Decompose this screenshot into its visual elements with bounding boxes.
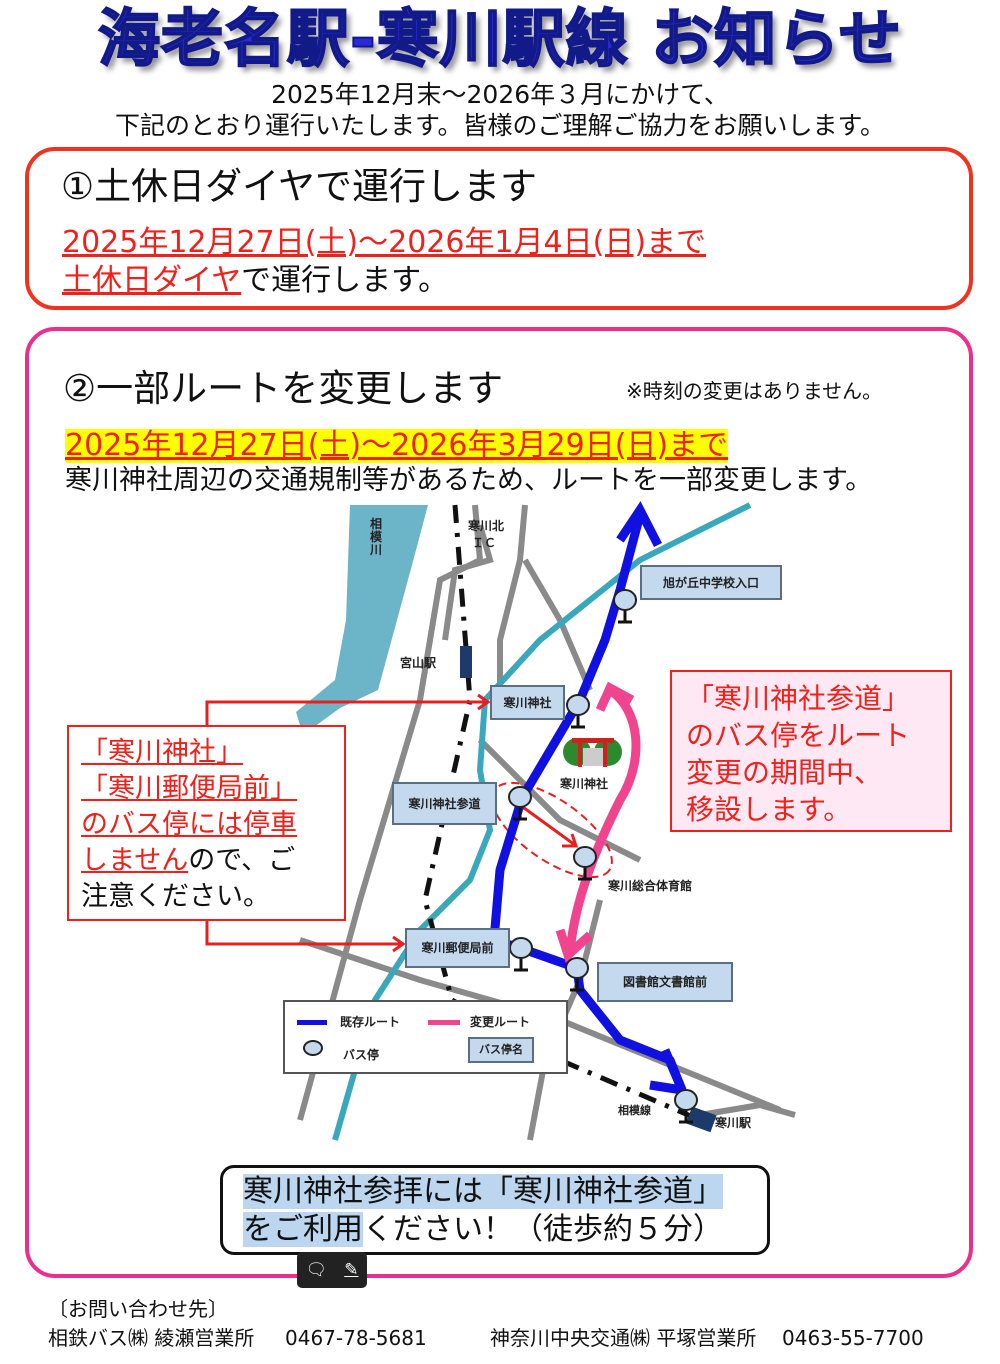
section-1-heading: ①土休日ダイヤで運行します <box>61 165 538 208</box>
river-label: 相模川 <box>370 517 383 557</box>
section-2-period: 2025年12月27日(土)～2026年3月29日(日)まで <box>65 428 729 463</box>
samukawa-station-icon <box>685 1106 717 1133</box>
note-right-line: 「寒川神社参道」 <box>686 682 911 715</box>
note-right-line: 移設します。 <box>686 793 852 826</box>
changed-route-arrow-top <box>595 681 635 712</box>
legend-stop-name: バス停名 <box>468 1037 534 1063</box>
bus-stop-icon <box>566 694 590 729</box>
stop-post-office: 寒川郵便局前 <box>405 928 510 968</box>
phone-2: 0463-55-7700 <box>782 1326 924 1350</box>
intro-line-2: 下記のとおり運行いたします。皆様のご理解ご協力をお願いします。 <box>114 111 885 140</box>
shrine-icon <box>563 738 622 767</box>
note-left-line: のバス停には停車 <box>81 809 297 840</box>
note-left-line: しません <box>81 845 189 876</box>
contact-label: 〔お問い合わせ先〕 <box>48 1297 228 1321</box>
section-1-rest: で運行します。 <box>241 263 449 298</box>
note-right: 「寒川神社参道」 のバス停をルート 変更の期間中、 移設します。 <box>670 670 952 832</box>
callout-text[interactable]: をご利用 <box>243 1212 363 1247</box>
legend-changed: 変更ルート <box>470 1015 531 1029</box>
callout-arrows <box>205 693 491 953</box>
comment-icon[interactable]: 🗨 <box>305 1260 328 1280</box>
ic-label: 寒川北 <box>468 519 505 533</box>
section-2-box: ②一部ルートを変更します ※時刻の変更はありません。 2025年12月27日(土… <box>25 327 973 1278</box>
existing-route-arrow-top <box>616 501 663 548</box>
miyayama-station-label: 宮山駅 <box>400 656 437 670</box>
intro-line-1: 2025年12月末～2026年３月にかけて、 <box>271 80 729 109</box>
stop-sando: 寒川神社参道 <box>392 782 497 825</box>
company-2: 神奈川中央交通㈱ 平塚営業所 <box>490 1326 757 1350</box>
note-right-line: 変更の期間中、 <box>686 756 883 789</box>
note-right-line: のバス停をルート <box>686 719 911 752</box>
callout-box[interactable]: 寒川神社参拝には「寒川神社参道」 をご利用ください！（徒歩約５分） <box>220 1165 770 1255</box>
section-1-period: 2025年12月27日(土)～2026年1月4日(日)まで <box>62 225 707 260</box>
bus-stop-icon <box>674 1089 698 1124</box>
note-left-line: ので、ご <box>188 845 296 876</box>
legend-changed-swatch <box>428 1020 460 1025</box>
changed-route <box>565 686 641 953</box>
stop-samukawa-jinja: 寒川神社 <box>490 685 565 720</box>
samukawa-station-label: 寒川駅 <box>715 1116 752 1130</box>
note-left-line: 「寒川郵便局前」 <box>81 773 297 804</box>
bus-stop-icons <box>508 589 698 1124</box>
sagami-river <box>296 505 428 735</box>
legend-existing: 既存ルート <box>340 1015 401 1029</box>
bus-stop-icon <box>613 589 637 624</box>
legend-bus-stop: バス停 <box>343 1048 380 1062</box>
callout-text[interactable]: 」 <box>693 1174 723 1209</box>
bus-stop-icon <box>509 937 533 972</box>
stop-library: 図書館文書館前 <box>597 962 733 1002</box>
stop-asahigaoka: 旭が丘中学校入口 <box>640 565 782 600</box>
note-left-line: 注意ください。 <box>81 881 270 912</box>
section-1-box: ①土休日ダイヤで運行します 2025年12月27日(土)～2026年1月4日(日… <box>25 147 973 310</box>
miyayama-station-icon <box>460 646 472 678</box>
shrine-label: 寒川神社 <box>560 777 609 791</box>
highlighter-icon[interactable]: ✎ <box>344 1260 359 1280</box>
section-2-heading: ②一部ルートを変更します <box>63 367 504 410</box>
bus-stop-icon <box>508 786 532 821</box>
legend-existing-swatch <box>297 1020 327 1025</box>
callout-text[interactable]: 寒川神社参拝には「 <box>243 1174 513 1209</box>
sagami-line-label: 相模線 <box>618 1104 651 1117</box>
selection-toolbar: 🗨 ✎ <box>297 1252 367 1288</box>
company-1: 相鉄バス㈱ 綾瀬営業所 <box>48 1326 255 1350</box>
changed-route-arrow-bottom <box>555 928 594 964</box>
gym-label: 寒川総合体育館 <box>608 879 693 893</box>
bus-stop-icon <box>565 957 589 992</box>
phone-1: 0467-78-5681 <box>285 1326 427 1350</box>
page-title: 海老名駅-寒川駅線 お知らせ <box>97 1 903 76</box>
legend-bus-stop-icon <box>303 1040 323 1056</box>
note-left: 「寒川神社」 「寒川郵便局前」 のバス停には停車 しませんので、ご 注意ください… <box>67 725 346 921</box>
section-1-red: 土休日ダイヤ <box>62 263 242 298</box>
section-2-desc: 寒川神社周辺の交通規制等があるため、ルートを一部変更します。 <box>65 465 873 496</box>
bus-stop-icon <box>573 846 597 881</box>
ic-label-2: ＩＣ <box>472 536 497 550</box>
section-2-note: ※時刻の変更はありません。 <box>626 379 883 403</box>
callout-text[interactable]: 寒川神社参道 <box>513 1174 693 1209</box>
callout-text[interactable]: ください！（徒歩約５分） <box>363 1212 723 1247</box>
note-left-line: 「寒川神社」 <box>81 737 243 768</box>
relocation-arrow <box>519 803 576 847</box>
map-legend: 既存ルート 変更ルート バス停 バス停名 <box>283 1000 568 1074</box>
